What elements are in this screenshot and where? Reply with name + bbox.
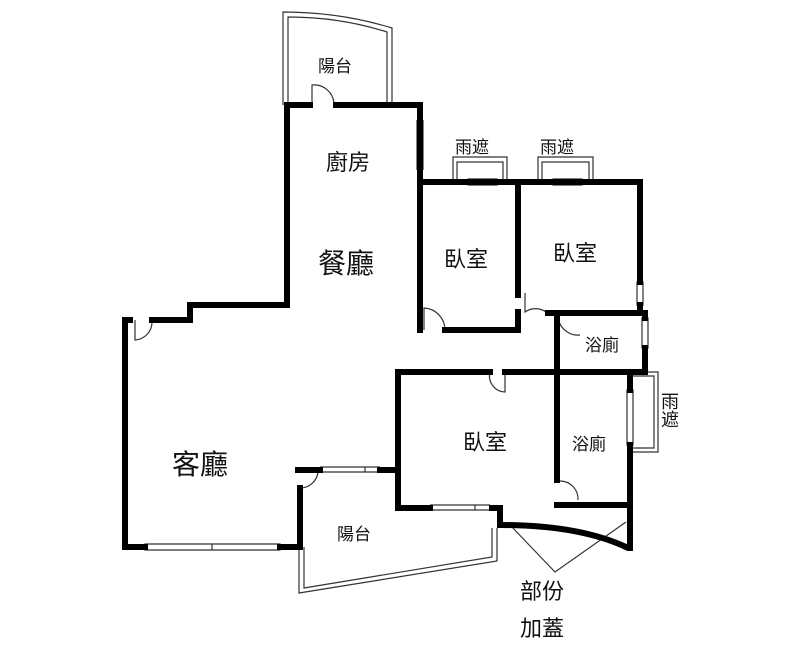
label-canopy-1: 雨遮 (455, 138, 489, 158)
label-kitchen: 廚房 (326, 151, 371, 176)
label-balcony-top: 陽台 (318, 57, 352, 77)
label-bedroom-2: 臥室 (553, 242, 598, 267)
label-living: 客廳 (172, 448, 229, 481)
walls (122, 102, 648, 551)
label-canopy-3: 雨遮 (658, 392, 679, 428)
label-balcony-bottom: 陽台 (337, 525, 371, 545)
annotation-line-2: 加蓋 (520, 617, 565, 642)
label-bedroom-3: 臥室 (463, 431, 508, 456)
curved-wall (499, 522, 630, 551)
label-dining: 餐廳 (318, 247, 375, 280)
label-bedroom-1: 臥室 (444, 248, 489, 273)
annotation-line-1: 部份 (520, 580, 565, 605)
label-bath-2: 浴廁 (572, 435, 606, 455)
label-bath-1: 浴廁 (585, 336, 619, 356)
label-canopy-2: 雨遮 (540, 138, 574, 158)
